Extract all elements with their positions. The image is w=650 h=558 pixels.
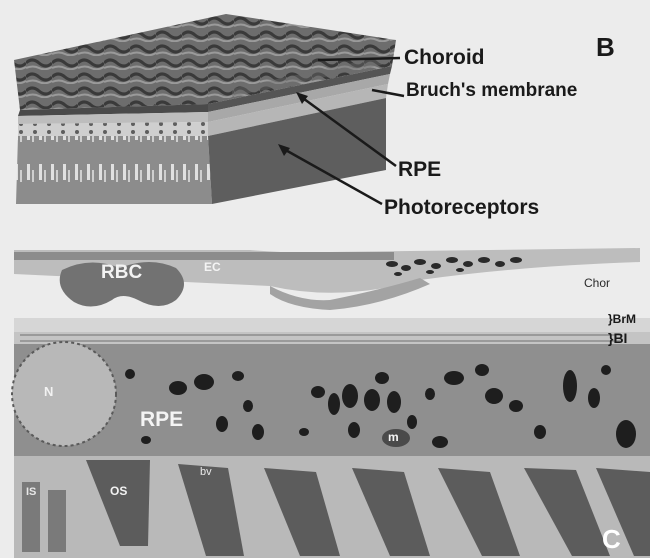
rpe-label-panel-b: RPE xyxy=(398,158,441,182)
panel-letter-b: B xyxy=(596,32,615,63)
photoreceptor-layer xyxy=(16,136,212,204)
rpe-electron-micrograph xyxy=(0,246,650,558)
chor-label: Chor xyxy=(584,276,610,290)
bruchs-membrane-label: Bruch's membrane xyxy=(406,81,576,100)
rpe-layer xyxy=(18,122,208,136)
nucleus-label: N xyxy=(44,384,53,399)
ec-label: EC xyxy=(204,260,221,274)
choroid-label: Choroid xyxy=(404,46,484,70)
os-label: OS xyxy=(110,484,127,498)
basal-infoldings-band xyxy=(14,332,650,344)
photoreceptors-label: Photoreceptors xyxy=(384,196,539,220)
retina-layer-block-illustration xyxy=(0,0,650,240)
bruchs-membrane-band xyxy=(14,318,650,332)
panel-c-micrograph: RBC EC Chor }BrM }BI N RPE m bv OS IS C xyxy=(0,246,650,558)
rbc-label: RBC xyxy=(101,262,142,284)
rpe-label-panel-c: RPE xyxy=(140,408,183,432)
bi-label: }BI xyxy=(608,330,627,346)
panel-b-block-diagram: Choroid Bruch's membrane RPE Photorecept… xyxy=(0,0,650,240)
bv-label: bv xyxy=(200,466,212,478)
brm-label: }BrM xyxy=(608,312,636,326)
is-label: IS xyxy=(26,486,36,498)
mitochondria-label: m xyxy=(388,430,399,444)
panel-letter-c: C xyxy=(602,524,621,555)
nucleus xyxy=(12,342,116,446)
